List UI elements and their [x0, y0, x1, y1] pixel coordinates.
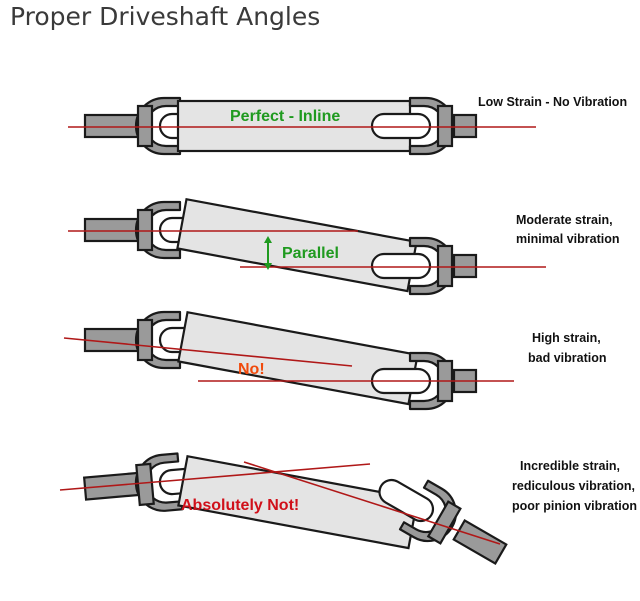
driveshaft-tube	[177, 454, 419, 550]
row-label: Parallel	[282, 245, 339, 262]
upper-centerline	[63, 337, 353, 367]
row-note-line-2: minimal vibration	[516, 232, 620, 246]
right-shaft-stub	[452, 518, 508, 566]
parallel-arrow-icon	[264, 236, 272, 270]
right-shaft-stub	[452, 113, 478, 139]
row-note-line-1: High strain,	[532, 331, 601, 345]
row-label: Absolutely Not!	[181, 497, 299, 514]
row-note-line-1: Moderate strain,	[516, 213, 613, 227]
upper-centerline	[59, 463, 371, 491]
row-label: No!	[238, 361, 265, 378]
row-note: Low Strain - No Vibration	[478, 95, 627, 109]
page-title: Proper Driveshaft Angles	[10, 2, 321, 31]
row-note-line-3: poor pinion vibration	[512, 499, 637, 513]
row-note-line-2: bad vibration	[528, 351, 606, 365]
row-absolutely-not: Absolutely Not! Incredible strain, redic…	[59, 452, 637, 566]
row-note-line-1: Incredible strain,	[520, 459, 620, 473]
row-parallel: Parallel Moderate strain, minimal vibrat…	[68, 197, 620, 296]
lower-centerline	[243, 461, 501, 545]
row-perfect-inline: Perfect - Inline Low Strain - No Vibrati…	[68, 95, 627, 156]
row-label: Perfect - Inline	[230, 108, 340, 125]
row-note-line-2: rediculous vibration,	[512, 479, 635, 493]
right-shaft-stub	[452, 253, 478, 279]
row-no: No! High strain, bad vibration	[63, 310, 606, 411]
